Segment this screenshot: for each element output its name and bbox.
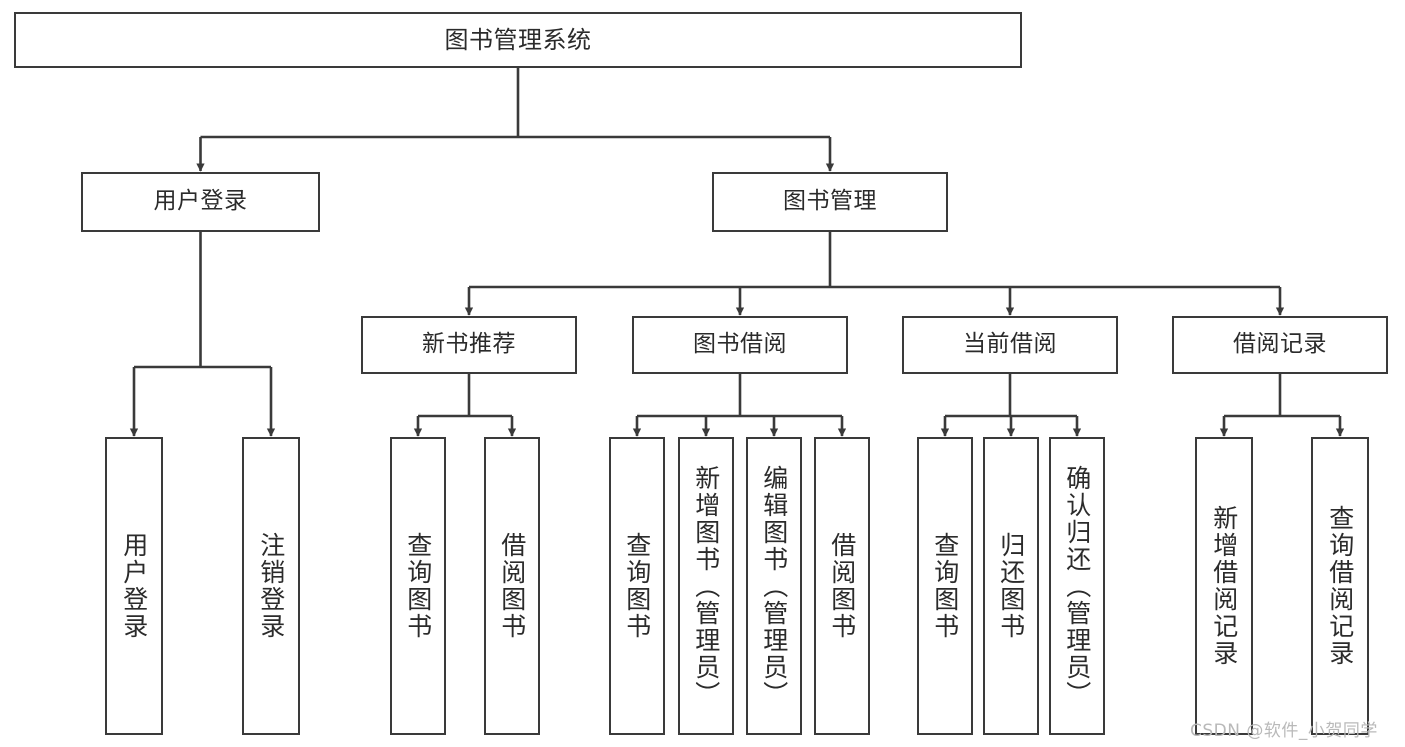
node-label: 图书管理系统 <box>444 25 592 54</box>
node-label: 编辑图书（管理员） <box>759 464 789 708</box>
node-label: 查询借阅记录 <box>1325 505 1355 667</box>
node-leaf-rec-2[interactable]: 查询借阅记录 <box>1311 437 1369 735</box>
node-label: 用户登录 <box>119 532 149 640</box>
node-borrow[interactable]: 图书借阅 <box>632 316 848 374</box>
node-root[interactable]: 图书管理系统 <box>14 12 1022 68</box>
node-leaf-cur-1[interactable]: 查询图书 <box>917 437 973 735</box>
node-leaf-new-1[interactable]: 查询图书 <box>390 437 446 735</box>
node-login[interactable]: 用户登录 <box>81 172 320 232</box>
node-leaf-borrow-1[interactable]: 查询图书 <box>609 437 665 735</box>
node-leaf-borrow-3[interactable]: 编辑图书（管理员） <box>746 437 802 735</box>
watermark: CSDN @软件_小贺同学 <box>1190 721 1378 741</box>
node-leaf-cur-3[interactable]: 确认归还（管理员） <box>1049 437 1105 735</box>
node-label: 新增图书（管理员） <box>691 464 721 708</box>
node-label: 用户登录 <box>153 188 248 215</box>
node-leaf-cur-2[interactable]: 归还图书 <box>983 437 1039 735</box>
node-label: 注销登录 <box>256 532 286 640</box>
node-label: 查询图书 <box>930 532 960 640</box>
node-label: 新增借阅记录 <box>1209 505 1239 667</box>
node-current[interactable]: 当前借阅 <box>902 316 1118 374</box>
node-leaf-new-2[interactable]: 借阅图书 <box>484 437 540 735</box>
node-label: 借阅记录 <box>1233 331 1327 358</box>
node-leaf-login-2[interactable]: 注销登录 <box>242 437 300 735</box>
node-label: 新书推荐 <box>422 331 516 358</box>
node-label: 归还图书 <box>996 532 1026 640</box>
node-records[interactable]: 借阅记录 <box>1172 316 1388 374</box>
node-leaf-rec-1[interactable]: 新增借阅记录 <box>1195 437 1253 735</box>
node-label: 查询图书 <box>403 532 433 640</box>
node-label: 借阅图书 <box>497 532 527 640</box>
node-label: 查询图书 <box>622 532 652 640</box>
node-leaf-login-1[interactable]: 用户登录 <box>105 437 163 735</box>
node-newbook[interactable]: 新书推荐 <box>361 316 577 374</box>
node-label: 图书管理 <box>783 188 877 215</box>
node-leaf-borrow-4[interactable]: 借阅图书 <box>814 437 870 735</box>
node-label: 借阅图书 <box>827 532 857 640</box>
node-label: 确认归还（管理员） <box>1062 464 1092 708</box>
node-label: 当前借阅 <box>963 331 1057 358</box>
node-bookmgr[interactable]: 图书管理 <box>712 172 948 232</box>
node-label: 图书借阅 <box>693 331 787 358</box>
node-leaf-borrow-2[interactable]: 新增图书（管理员） <box>678 437 734 735</box>
